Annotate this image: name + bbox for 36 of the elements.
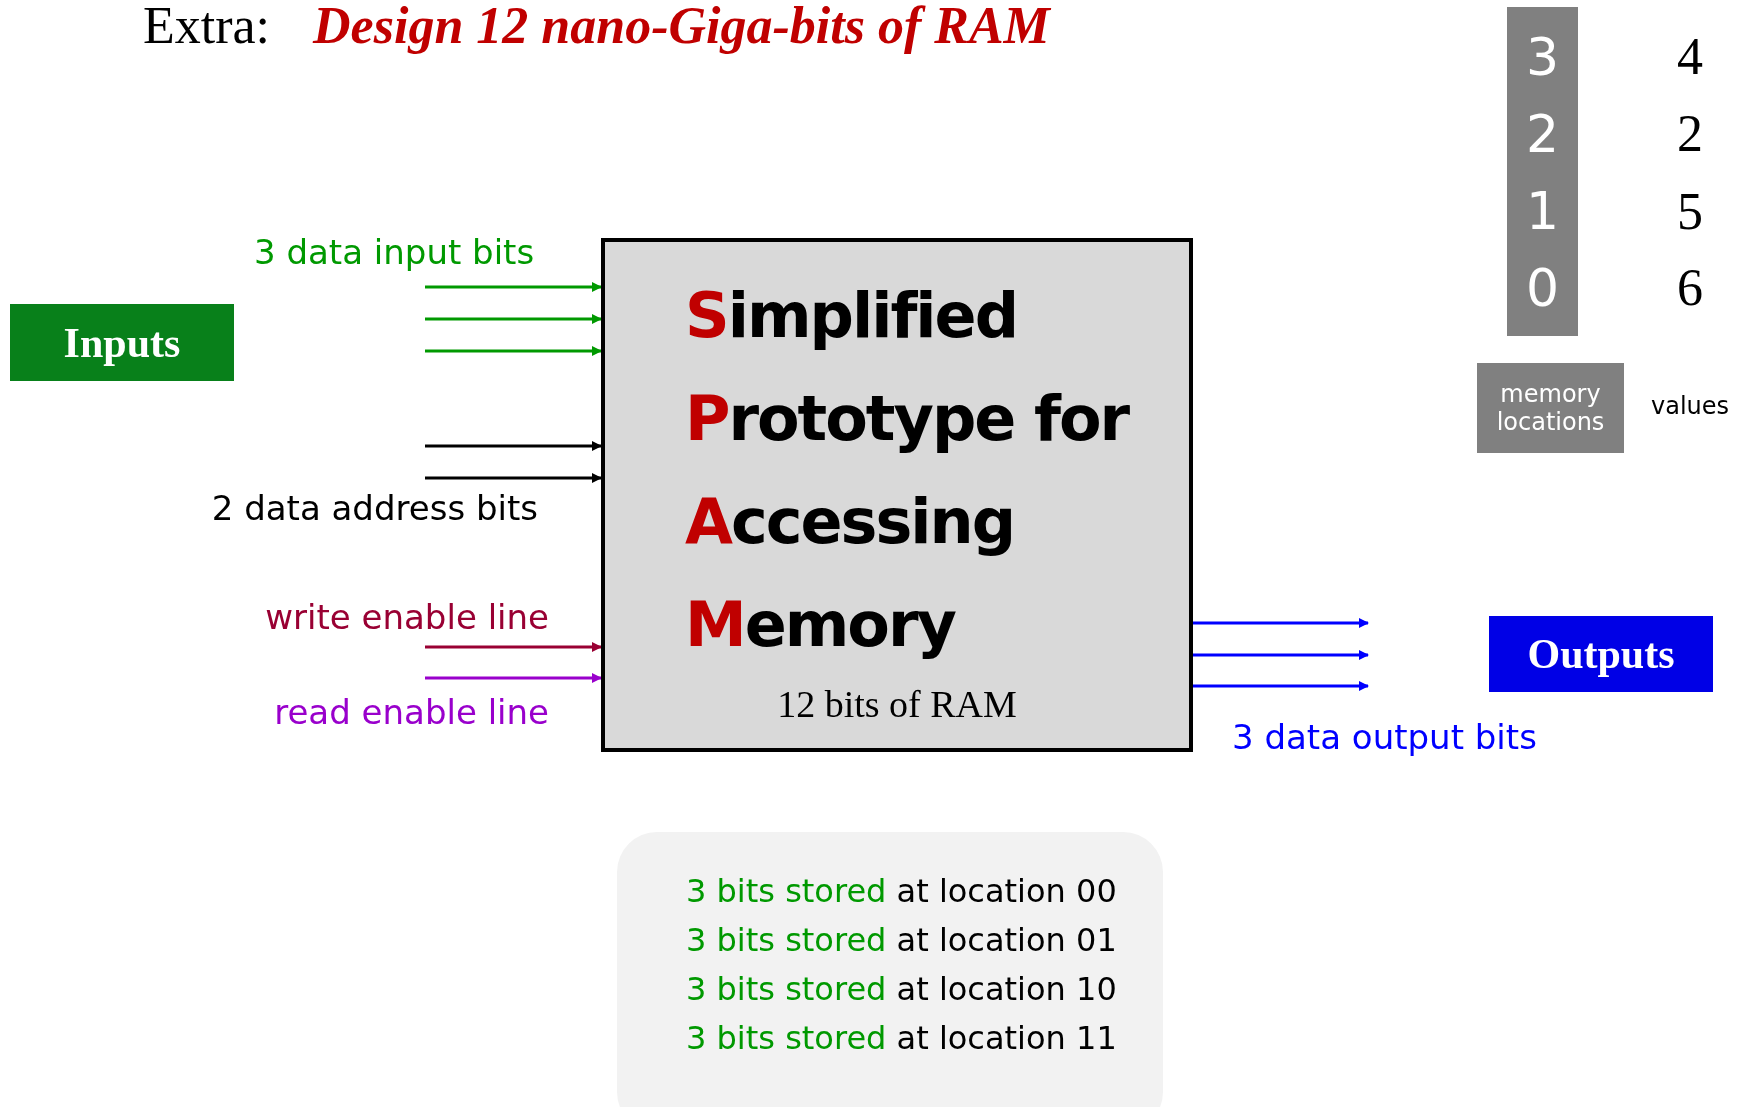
block-subtitle: 12 bits of RAM [776,682,1018,726]
signal-label: 3 data input bits [254,232,535,272]
storage-line: 3 bits stored at location 01 [686,921,1117,959]
signal-arrow [425,314,602,324]
storage-line: 3 bits stored at location 00 [686,872,1117,910]
signal-arrow [1193,618,1369,628]
signal-arrow [425,473,602,483]
signal-arrow [425,642,602,652]
ram-block [601,238,1193,752]
signal-arrow [1193,681,1369,691]
value-number: 5 [1677,183,1703,241]
signal-label: 3 data output bits [1232,717,1537,757]
storage-line: 3 bits stored at location 11 [686,1019,1117,1057]
slide-title: Extra: Design 12 nano-Giga-bits of RAM [143,0,1050,52]
location-number: 3 [1524,27,1561,87]
signal-arrow [1193,650,1369,660]
values-caption: values [1650,393,1730,420]
location-column [1507,7,1578,336]
signal-arrow [425,282,602,292]
signal-label: write enable line [265,597,549,637]
location-number: 2 [1524,104,1561,164]
signal-arrow [425,673,602,683]
outputs-box: Outputs [1489,616,1713,692]
signal-arrow [425,346,602,356]
value-number: 6 [1677,259,1703,317]
location-number: 1 [1524,181,1561,241]
signal-label: 2 data address bits [211,488,538,528]
inputs-box: Inputs [10,304,234,381]
value-number: 4 [1677,28,1703,86]
memory-locations-box: memory locations [1477,363,1624,453]
signal-arrow [425,441,602,451]
location-number: 0 [1524,258,1561,318]
value-number: 2 [1677,105,1703,163]
block-heading: Simplified Prototype for Accessing Memory [685,278,1131,663]
signal-label: read enable line [274,692,549,732]
storage-line: 3 bits stored at location 10 [686,970,1117,1008]
